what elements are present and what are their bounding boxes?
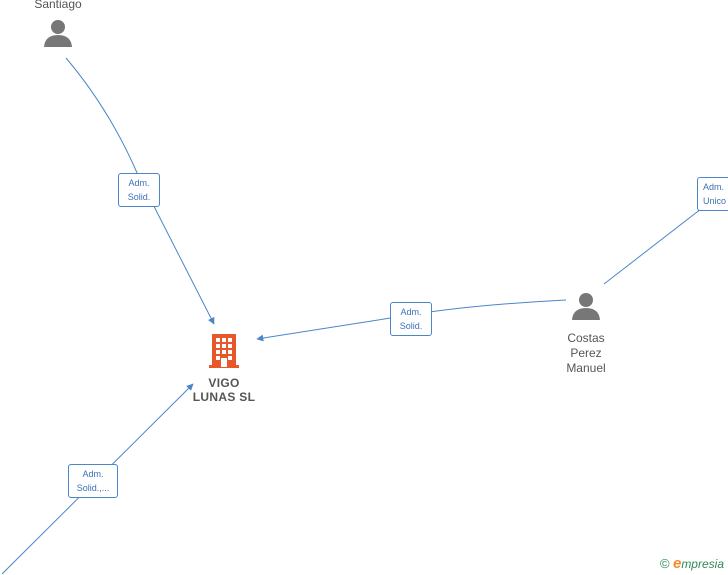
person-icon	[44, 20, 72, 47]
person-label: Costas Perez Manuel	[566, 331, 606, 375]
company-node[interactable]: VIGO LUNAS SL	[184, 332, 264, 404]
edge-label-santiago[interactable]: Adm. Solid.	[118, 173, 160, 207]
edge-label-costas[interactable]: Adm. Solid.	[390, 302, 432, 336]
person-icon	[572, 293, 600, 320]
edge-label-bottom[interactable]: Adm. Solid.,...	[68, 464, 118, 498]
copyright-symbol: ©	[660, 556, 670, 571]
person-node-santiago[interactable]: Santiago	[18, 0, 98, 53]
company-label: VIGO LUNAS SL	[192, 376, 256, 404]
person-label: Santiago	[34, 0, 82, 11]
edge-label-right-top[interactable]: Adm. Unico	[697, 177, 728, 211]
edge-santiago-company	[65, 57, 215, 325]
brand-footer: © empresia	[660, 555, 724, 572]
brand-name: mpresia	[681, 557, 724, 571]
person-node-costas[interactable]: Costas Perez Manuel	[546, 291, 626, 376]
brand-logo-e: e	[672, 555, 682, 572]
building-icon	[209, 334, 239, 368]
